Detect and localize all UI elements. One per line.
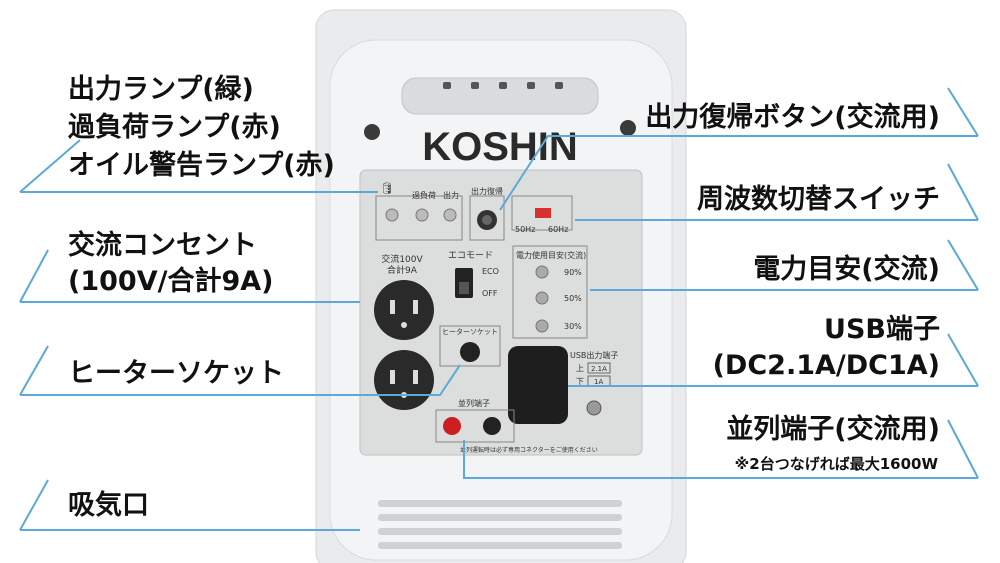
parallel-terminal-black[interactable] bbox=[483, 417, 501, 435]
svg-text:🛢: 🛢 bbox=[380, 182, 394, 195]
usb-title: USB出力端子 bbox=[570, 350, 618, 360]
usb-upper-value: 2.1A bbox=[591, 365, 607, 373]
parallel-terminal-red[interactable] bbox=[443, 417, 461, 435]
callout-output-lamp: 出力ランプ(緑) bbox=[68, 74, 254, 105]
callout-oil-warning-lamp: オイル警告ランプ(赤) bbox=[68, 150, 335, 181]
power-meter-lamps bbox=[535, 265, 549, 333]
outlet-label-voltage: 交流100V bbox=[381, 253, 423, 265]
brand-logo: KOSHIN bbox=[422, 125, 578, 169]
callout-parallel-terminal: 並列端子(交流用) bbox=[726, 414, 940, 445]
lamps bbox=[385, 208, 457, 222]
meter-level-30: 30% bbox=[564, 322, 582, 331]
callout-power-meter: 電力目安(交流) bbox=[753, 254, 940, 285]
freq-label-50: 50Hz bbox=[515, 225, 535, 234]
ac-outlet-upper[interactable] bbox=[374, 280, 434, 340]
callout-ac-outlet-spec: (100V/合計9A) bbox=[68, 266, 274, 297]
callout-frequency-switch: 周波数切替スイッチ bbox=[697, 184, 940, 215]
usb-port-cover[interactable] bbox=[508, 346, 568, 424]
meter-level-50: 50% bbox=[564, 294, 582, 303]
eco-on-label: ECO bbox=[482, 267, 499, 276]
lamp-label-overload: 過負荷 bbox=[412, 190, 436, 200]
callout-usb-spec: (DC2.1A/DC1A) bbox=[712, 350, 940, 381]
freq-label-60: 60Hz bbox=[548, 225, 568, 234]
air-intake-grille bbox=[378, 500, 622, 549]
ac-outlet-lower[interactable] bbox=[374, 350, 434, 410]
callout-air-intake: 吸気口 bbox=[68, 490, 149, 521]
callout-heater-socket: ヒーターソケット bbox=[68, 358, 284, 389]
callout-reset-button: 出力復帰ボタン(交流用) bbox=[645, 102, 940, 133]
meter-title: 電力使用目安(交流) bbox=[516, 250, 586, 260]
frequency-switch[interactable] bbox=[535, 208, 551, 218]
heater-socket[interactable] bbox=[460, 342, 480, 362]
callout-ac-outlet: 交流コンセント bbox=[68, 230, 257, 261]
lamp-box bbox=[375, 195, 463, 241]
usb-lower-label: 下 bbox=[576, 377, 584, 386]
heater-label: ヒーターソケット bbox=[442, 327, 498, 336]
eco-label: エコモード bbox=[448, 251, 493, 261]
callout-usb: USB端子 bbox=[824, 314, 940, 345]
eco-off-label: OFF bbox=[482, 289, 498, 298]
ground-terminal[interactable] bbox=[586, 400, 602, 416]
callout-overload-lamp: 過負荷ランプ(赤) bbox=[68, 112, 281, 143]
callout-lines bbox=[19, 87, 979, 531]
callout-parallel-note: ※2台つなげれば最大1600W bbox=[734, 455, 938, 473]
parallel-label: 並列端子 bbox=[458, 398, 490, 408]
usb-lower-value: 1A bbox=[594, 378, 603, 386]
usb-upper-label: 上 bbox=[576, 364, 584, 373]
parallel-note: 並列運転時は必ず専用コネクターをご使用ください bbox=[460, 446, 598, 454]
meter-level-90: 90% bbox=[564, 268, 582, 277]
outlet-label-current: 合計9A bbox=[387, 264, 418, 276]
lamp-label-output: 出力 bbox=[443, 190, 459, 200]
reset-label: 出力復帰 bbox=[471, 186, 503, 196]
